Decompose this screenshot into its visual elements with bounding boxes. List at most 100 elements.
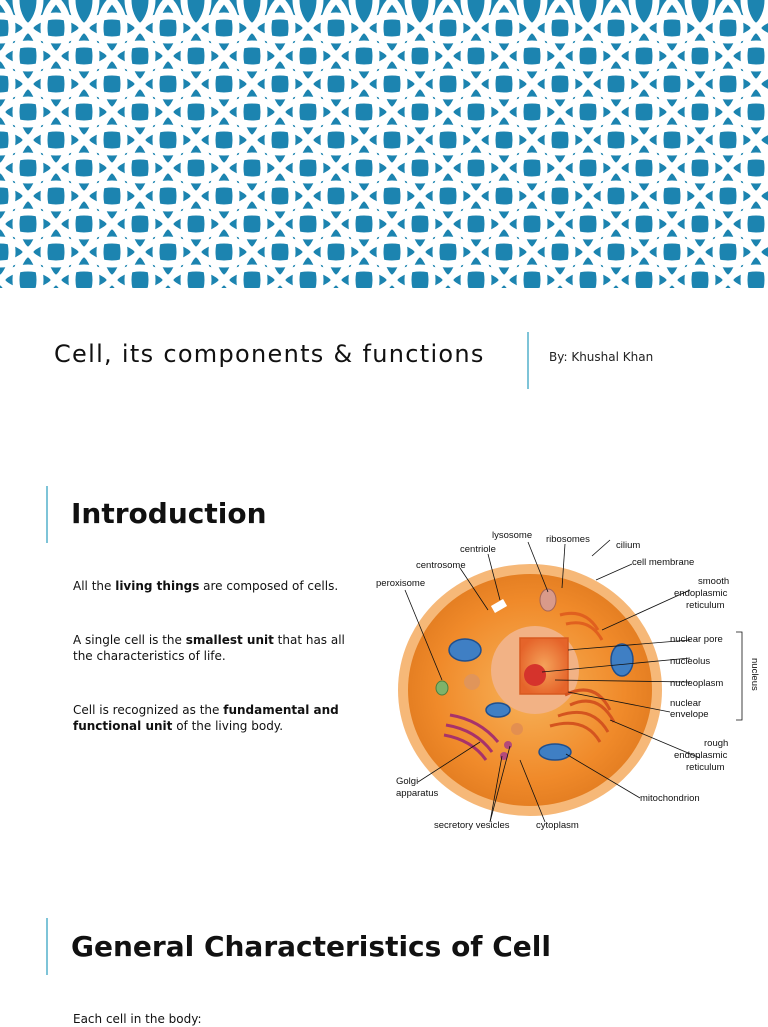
label-centriole: centriole — [460, 544, 496, 555]
banner-ring — [0, 106, 16, 174]
banner-ring — [0, 152, 72, 240]
banner-ring — [236, 0, 324, 44]
banner-ring — [572, 124, 660, 212]
banner-ring — [264, 208, 352, 288]
banner-ring — [712, 152, 768, 240]
banner-ring — [376, 96, 464, 184]
banner-ring — [460, 236, 548, 288]
banner-ring — [264, 96, 352, 184]
banner-ring — [124, 124, 212, 212]
banner-ring — [40, 208, 128, 288]
banner-ring — [544, 40, 632, 128]
banner-ring — [404, 12, 492, 100]
banner-ring — [516, 12, 604, 100]
banner-ring — [292, 180, 380, 268]
banner-ring — [432, 208, 520, 288]
banner-ring — [157, 264, 235, 288]
banner-ring — [544, 0, 632, 72]
banner-ring — [0, 68, 44, 156]
label-golgi-2: apparatus — [396, 788, 439, 799]
label-nucleoplasm: nucleoplasm — [670, 678, 723, 689]
banner-ring — [0, 0, 72, 72]
label-rough-er-2: endoplasmic — [674, 750, 728, 761]
banner-ring — [320, 96, 408, 184]
banner-ring — [0, 12, 44, 100]
general-intro-text: Each cell in the body: — [73, 1012, 202, 1026]
banner-ring — [0, 124, 44, 212]
banner-ring — [96, 40, 184, 128]
banner-ring — [381, 264, 459, 288]
banner-ring — [516, 124, 604, 212]
banner-ring — [264, 0, 352, 72]
banner-ring — [628, 0, 716, 44]
banner-ring — [376, 152, 464, 240]
banner-ring — [320, 40, 408, 128]
banner-ring — [404, 124, 492, 212]
banner-ring — [208, 152, 296, 240]
banner-ring — [12, 0, 100, 44]
banner-ring — [348, 12, 436, 100]
banner-ring — [432, 152, 520, 240]
banner-ring — [180, 180, 268, 268]
animal-cell-diagram: lysosome ribosomes cilium centriole cell… — [376, 530, 760, 831]
banner-ring — [432, 96, 520, 184]
intro-paragraph-3: Cell is recognized as the fundamental an… — [73, 703, 339, 733]
banner-ring — [0, 96, 72, 184]
banner-ring — [236, 68, 324, 156]
banner-ring — [572, 68, 660, 156]
vesicle-shape — [464, 674, 480, 690]
banner-ring — [264, 40, 352, 128]
banner-ring — [152, 208, 240, 288]
banner-ring — [68, 236, 156, 288]
banner-ring — [12, 180, 100, 268]
banner-ring — [488, 0, 576, 72]
banner-ring — [180, 12, 268, 100]
banner-ring — [712, 208, 768, 288]
banner-ring — [124, 68, 212, 156]
label-nuclear-envelope-2: envelope — [670, 709, 709, 720]
section-accent-bar — [46, 486, 48, 543]
banner-ring — [236, 124, 324, 212]
label-lysosome: lysosome — [492, 530, 532, 541]
banner-ring — [376, 208, 464, 288]
banner-ring — [292, 236, 380, 288]
banner-ring — [236, 236, 324, 288]
banner-ring — [124, 12, 212, 100]
banner-ring — [264, 152, 352, 240]
general-characteristics-heading: General Characteristics of Cell — [71, 930, 551, 963]
banner-ring — [572, 12, 660, 100]
banner-ring — [600, 152, 688, 240]
banner-ring — [152, 152, 240, 240]
banner-ring — [348, 0, 436, 44]
nucleolus-shape — [524, 664, 546, 686]
banner-ring — [269, 264, 347, 288]
label-nucleolus: nucleolus — [670, 656, 710, 667]
banner-ring — [488, 96, 576, 184]
banner-ring — [432, 40, 520, 128]
banner-ring — [0, 180, 44, 268]
banner-ring — [40, 152, 128, 240]
banner-ring — [68, 180, 156, 268]
banner-ring — [0, 208, 72, 288]
banner-ring — [740, 183, 768, 265]
banner-ring — [404, 0, 492, 44]
banner-ring — [600, 40, 688, 128]
decorative-banner — [0, 0, 768, 288]
label-secretory-vesicles: secretory vesicles — [434, 820, 510, 831]
label-nucleus: nucleus — [749, 658, 760, 691]
banner-ring — [544, 96, 632, 184]
banner-ring — [572, 236, 660, 288]
banner-ring — [656, 96, 744, 184]
mitochondrion-shape — [610, 643, 634, 677]
banner-ring — [493, 264, 571, 288]
banner-ring — [45, 264, 123, 288]
label-peroxisome: peroxisome — [376, 578, 425, 589]
label-ribosomes: ribosomes — [546, 534, 590, 545]
banner-ring — [0, 236, 44, 288]
banner-ring — [628, 12, 716, 100]
banner-ring — [661, 264, 739, 288]
label-golgi-1: Golgi — [396, 776, 418, 787]
banner-ring — [717, 264, 768, 288]
banner-ring — [656, 40, 744, 128]
banner-ring — [40, 96, 128, 184]
